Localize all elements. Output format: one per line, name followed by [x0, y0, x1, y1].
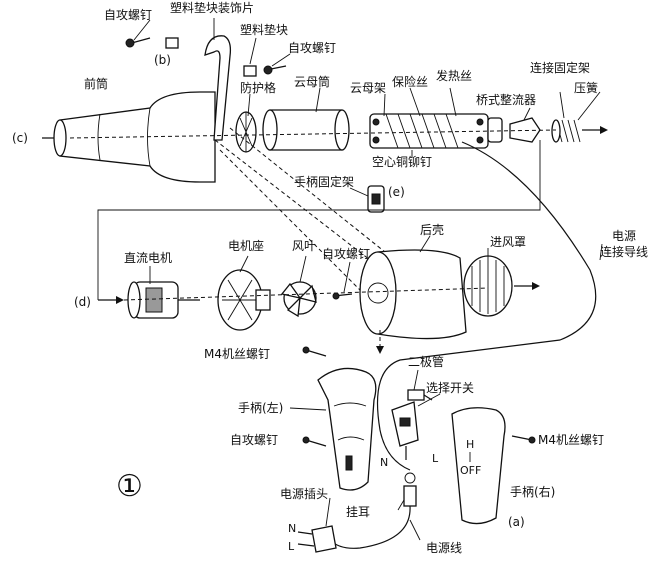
label-power-lead-2: 连接导线: [600, 244, 648, 259]
label-self-tap-screw-2: 自攻螺钉: [288, 41, 336, 55]
label-bridge-rectifier: 桥式整流器: [476, 92, 536, 107]
spring-part: [551, 119, 581, 143]
label-a: (a): [508, 515, 525, 529]
label-self-tap-screw-top: 自攻螺钉: [104, 8, 152, 22]
label-dc-motor: 直流电机: [124, 251, 172, 265]
label-mica-tube: 云母筒: [294, 74, 330, 89]
label-plug-n: N: [288, 522, 296, 535]
label-mica-frame: 云母架: [350, 81, 386, 95]
label-fan-blade: 风叶: [292, 239, 316, 253]
label-selector-switch: 选择开关: [426, 381, 474, 395]
label-connect-bracket: 连接固定架: [530, 60, 590, 75]
plastic-pad-small: [165, 37, 179, 49]
label-m4-screw-right: M4机丝螺钉: [538, 433, 604, 447]
handle-right-part: [451, 407, 506, 525]
hang-ear-part: [403, 472, 417, 507]
screw-lower-left: [302, 436, 327, 447]
label-hollow-rivet: 空心铜铆钉: [372, 154, 432, 169]
label-self-tap-screw-3: 自攻螺钉: [322, 247, 370, 261]
label-switch-n: N: [380, 456, 388, 469]
figure-number: ①: [116, 469, 143, 504]
label-handle-left: 手柄(左): [238, 400, 283, 415]
label-rear-shell: 后壳: [420, 223, 444, 237]
screw-top-left: [125, 37, 151, 48]
label-power-cord: 电源线: [426, 541, 462, 555]
label-motor-seat: 电机座: [228, 238, 264, 253]
screw-middle: [332, 292, 353, 300]
plastic-trim-piece: [204, 35, 232, 141]
label-plastic-pad: 塑料垫块: [240, 22, 288, 37]
label-plug-l: L: [288, 540, 295, 553]
label-self-tap-screw-4: 自攻螺钉: [230, 433, 278, 447]
motor-seat-part: [217, 269, 271, 331]
label-switch-off: OFF: [460, 464, 481, 477]
air-inlet-cover-part: [463, 255, 513, 317]
front-tube-part: [53, 91, 216, 183]
selector-switch-part: [391, 401, 419, 460]
heating-element-part: [369, 113, 503, 149]
label-c: (c): [12, 131, 28, 145]
label-power-plug: 电源插头: [280, 487, 328, 501]
label-m4-screw-left: M4机丝螺钉: [204, 347, 270, 361]
label-switch-h: H: [466, 438, 474, 451]
handle-bracket-part: [367, 185, 385, 213]
m4-screw-right-part: [511, 435, 536, 444]
label-fuse: 保险丝: [392, 74, 428, 89]
label-diode: 二极管: [408, 354, 444, 369]
label-d: (d): [74, 295, 91, 309]
label-heating-wire: 发热丝: [436, 68, 472, 83]
plastic-pad-right: [243, 65, 257, 77]
label-handle-bracket: 手柄固定架: [294, 174, 354, 189]
airflow-arrow-middle: [514, 282, 540, 290]
label-e: (e): [388, 185, 405, 199]
label-switch-l: L: [432, 452, 439, 465]
m4-screw-left-part: [302, 346, 327, 357]
label-handle-right: 手柄(右): [510, 484, 555, 499]
power-plug-part: [297, 525, 337, 553]
label-guard-grid: 防护格: [240, 80, 276, 95]
dc-motor-part: [127, 281, 200, 319]
airflow-arrow-right: [582, 126, 608, 134]
label-front-tube: 前筒: [84, 76, 108, 91]
label-b: (b): [154, 53, 171, 67]
label-spring: 压簧: [574, 80, 598, 95]
screw-top-right: [263, 65, 287, 75]
label-power-lead-1: 电源: [612, 229, 636, 243]
label-plastic-pad-trim: 塑料垫块装饰片: [170, 0, 254, 15]
route-line-d: [97, 140, 541, 304]
label-hang-ear: 挂耳: [346, 505, 370, 519]
label-air-inlet-cover: 进风罩: [490, 235, 526, 249]
bridge-rectifier-part: [509, 117, 541, 143]
mica-tube-part: [262, 109, 350, 151]
handle-left-part: [317, 367, 377, 491]
fan-blade-part: [280, 281, 317, 318]
rear-shell-part: [359, 249, 467, 340]
guard-grid-part: [235, 111, 257, 153]
